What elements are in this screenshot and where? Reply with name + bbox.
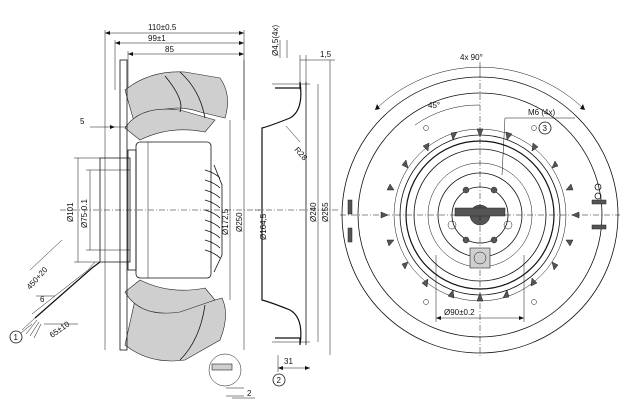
dim-angle-4x90: 4x 90°	[460, 53, 483, 62]
dim-width-85: 85	[165, 45, 174, 54]
callout-1: 1	[14, 333, 19, 342]
dim-dia-164: Ø164,5	[259, 213, 268, 240]
dim-dia-240: Ø240	[309, 202, 318, 222]
dim-dia-255: Ø255	[321, 202, 330, 222]
dim-dia-101: Ø101	[66, 202, 75, 222]
dim-width-99: 99±1	[148, 34, 166, 43]
dim-depth-31: 31	[284, 357, 293, 366]
dim-dia-250: Ø250	[235, 212, 244, 232]
cooling-fins	[204, 164, 223, 273]
dim-thickness: 1,5	[320, 50, 332, 59]
dim-depth-2: 2	[247, 389, 252, 398]
front-view: 4x 90° 45° M6 (4x) 3 Ø90±0.2	[340, 53, 620, 358]
callout-3: 3	[543, 124, 548, 133]
dim-offset-5: 5	[80, 117, 85, 126]
dim-thread: M6 (4x)	[528, 108, 555, 117]
callout-2: 2	[277, 376, 282, 385]
dim-dia-172: Ø172,5	[221, 208, 230, 235]
dim-radius: R28	[293, 145, 310, 162]
dim-overall-width: 110±0.5	[148, 23, 177, 32]
dim-dia-75: Ø75-0.1	[80, 199, 89, 228]
section-view: Ø4,5(4x) 1,5 R28 Ø164,5 Ø240 Ø255 31 2 2	[232, 25, 340, 399]
dim-bolt-circle: Ø90±0.2	[444, 308, 475, 317]
dim-angle-45: 45°	[428, 101, 440, 110]
dim-hole-dia: Ø4,5(4x)	[271, 25, 280, 56]
dim-strip-6: 6	[40, 295, 45, 304]
dim-cable-length: 450+20	[25, 265, 50, 291]
side-view: 110±0.5 99±1 85 5	[9, 23, 260, 397]
cable-leads: 450+20 6 65±10	[21, 239, 101, 340]
dim-strip-65: 65±10	[48, 319, 72, 339]
blade-tabs	[380, 128, 580, 302]
